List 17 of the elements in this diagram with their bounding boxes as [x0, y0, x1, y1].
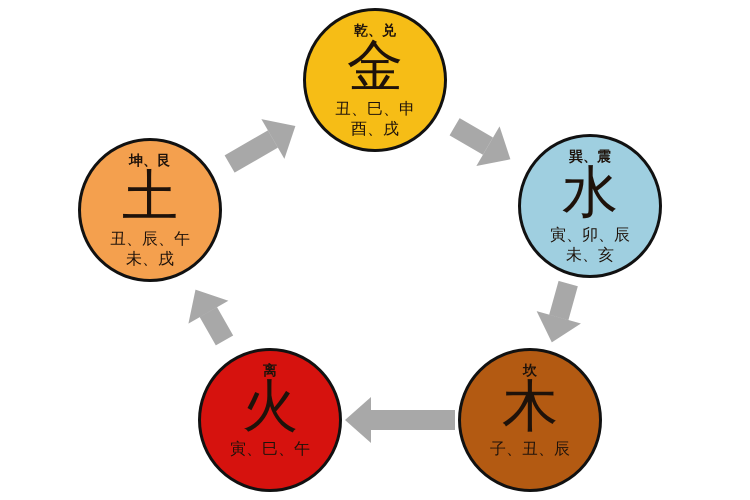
element-character: 金 [347, 39, 403, 95]
block-arrow [536, 280, 581, 346]
element-character: 火 [242, 379, 298, 435]
trigram-label: 乾、兑 [354, 23, 396, 40]
earthly-branch-label: 丑、巳、申酉、戌 [334, 99, 416, 139]
block-arrow [345, 397, 455, 443]
earthly-branch-label: 丑、辰、午未、戌 [109, 229, 191, 269]
element-character: 土 [122, 169, 178, 225]
trigram-label: 离 [263, 363, 277, 379]
earthly-branch-label: 寅、巳、午 [229, 439, 311, 459]
earthly-branch-label: 寅、卯、辰未、亥 [549, 225, 631, 265]
element-character: 水 [562, 165, 618, 221]
trigram-label: 巽、震 [569, 149, 611, 165]
earthly-branch-label: 子、丑、辰 [489, 439, 571, 459]
element-character: 木 [502, 379, 558, 435]
trigram-label: 坤、艮 [129, 153, 171, 169]
trigram-label: 坎 [523, 363, 537, 379]
